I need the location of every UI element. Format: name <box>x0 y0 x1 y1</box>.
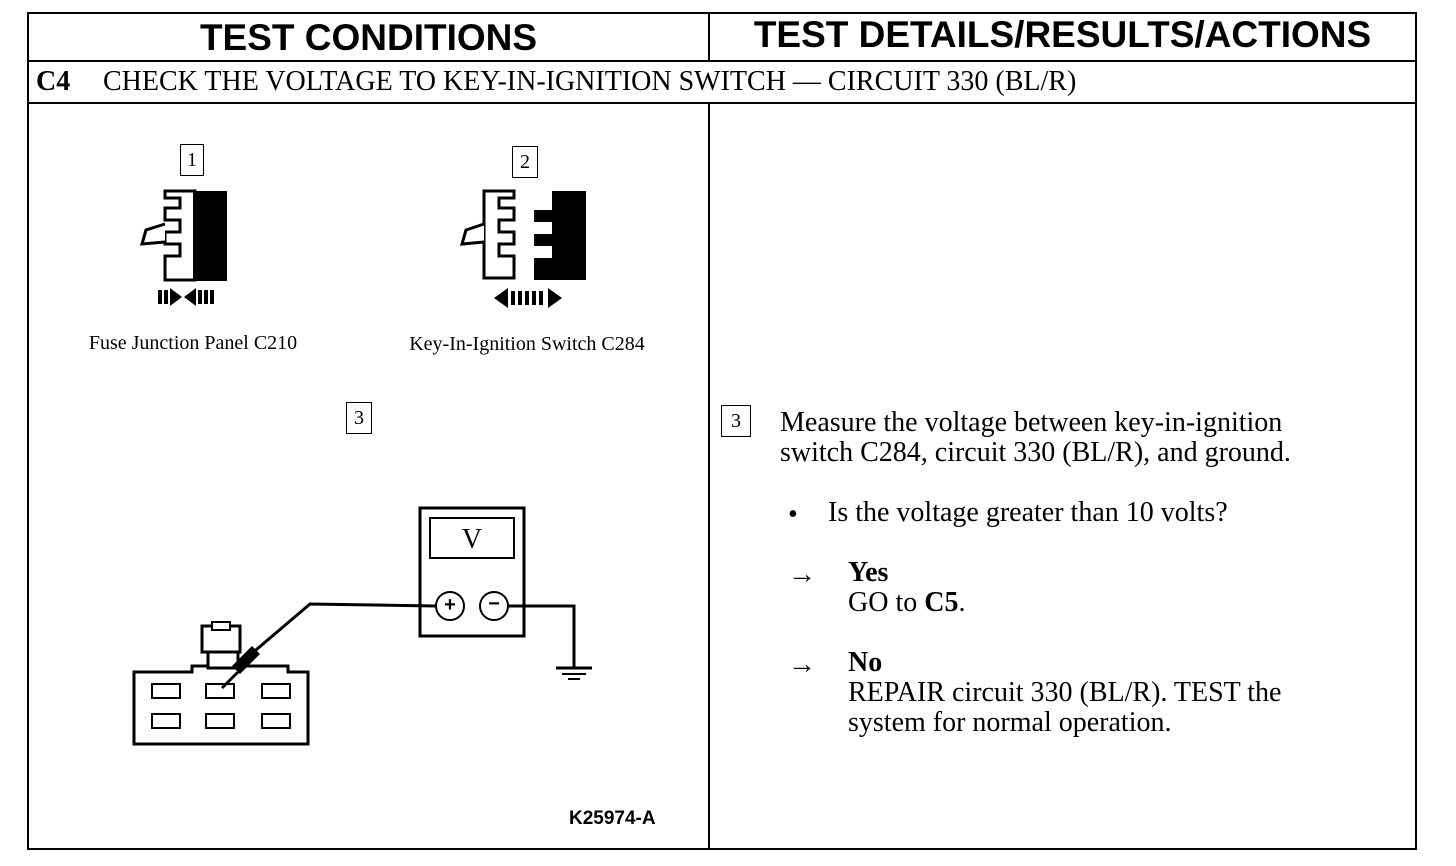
connector-separated-icon <box>459 189 586 308</box>
table-bottom-border <box>27 848 1417 850</box>
bullet-icon: • <box>788 499 798 530</box>
table-right-border <box>1415 12 1417 850</box>
figure-id: K25974-A <box>569 808 656 829</box>
yes-action-prefix: GO to <box>848 587 925 618</box>
instruction-line-1: Measure the voltage between key-in-ignit… <box>780 407 1283 438</box>
yes-action: GO to C5. <box>848 588 965 618</box>
no-label: No <box>848 647 883 678</box>
table-top-border <box>27 12 1417 14</box>
test-conditions-header: TEST CONDITIONS <box>199 17 538 58</box>
meter-symbol: V <box>461 524 483 555</box>
voltmeter-display <box>429 517 515 559</box>
header-column-divider <box>708 12 710 62</box>
no-action-line-1: REPAIR circuit 330 (BL/R). TEST the <box>848 677 1282 708</box>
test-probe <box>232 646 260 674</box>
callout-3: 3 <box>346 402 372 434</box>
yes-arrow-icon: → <box>788 559 816 590</box>
details-callout-3: 3 <box>721 405 751 437</box>
table-left-border <box>27 12 29 850</box>
body-column-divider <box>708 102 710 850</box>
no-arrow-icon: → <box>788 649 816 680</box>
yes-action-suffix: . <box>958 587 966 618</box>
yes-action-target: C5 <box>924 587 959 618</box>
connector-2-label: Key-In-Ignition Switch C284 <box>409 333 645 355</box>
yes-label: Yes <box>848 557 889 588</box>
meter-minus-label: − <box>488 593 500 615</box>
header-divider <box>27 60 1417 62</box>
callout-2: 2 <box>512 146 538 178</box>
step-title: CHECK THE VOLTAGE TO KEY-IN-IGNITION SWI… <box>103 66 1077 97</box>
connector-1-label: Fuse Junction Panel C210 <box>88 332 298 354</box>
test-details-header: TEST DETAILS/RESULTS/ACTIONS <box>753 14 1372 55</box>
instruction-line-2: switch C284, circuit 330 (BL/R), and gro… <box>780 437 1291 468</box>
step-id: C4 <box>36 66 71 97</box>
voltmeter-circuit-diagram <box>132 506 592 746</box>
step-divider <box>27 102 1417 104</box>
positive-lead <box>229 602 437 674</box>
meter-plus-label: + <box>444 594 456 616</box>
connector-mated-icon <box>139 189 227 306</box>
callout-1: 1 <box>180 144 204 176</box>
negative-lead <box>508 604 576 668</box>
question-text: Is the voltage greater than 10 volts? <box>828 497 1228 528</box>
test-connector-body <box>132 664 310 746</box>
no-action-line-2: system for normal operation. <box>848 707 1172 738</box>
